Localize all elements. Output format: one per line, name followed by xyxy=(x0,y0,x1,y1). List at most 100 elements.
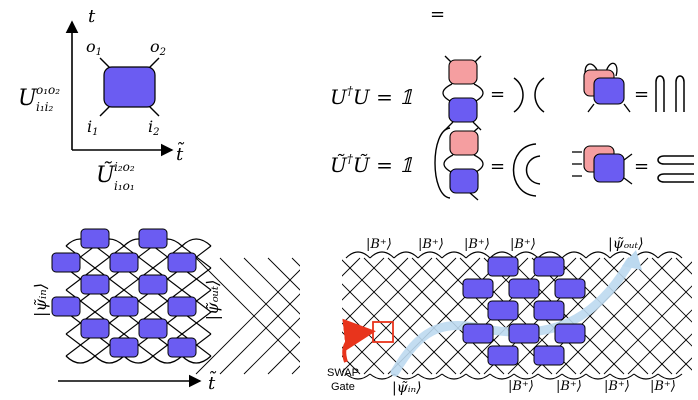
lattice-gate xyxy=(462,278,494,299)
svg-text:|B⁺⟩: |B⁺⟩ xyxy=(604,379,630,394)
lattice-gate xyxy=(508,323,540,344)
lattice-wire xyxy=(651,327,698,375)
circuit-gate xyxy=(138,274,168,295)
lattice-top-arc xyxy=(369,251,395,259)
udagger-tilde-u-tilde-diagram xyxy=(434,127,484,201)
U-tilde-tensor-label: Ũ i₂o₂ i₁o₁ xyxy=(96,160,135,193)
svg-text:|B⁺⟩: |B⁺⟩ xyxy=(464,237,490,252)
svg-text:i₁i₂: i₁i₂ xyxy=(36,100,53,114)
lattice-top-arc xyxy=(489,251,515,259)
lattice-gate xyxy=(487,300,519,321)
lattice-wire xyxy=(651,257,698,305)
gate-U xyxy=(103,66,156,108)
lattice-top-arc xyxy=(537,251,563,259)
svg-text:Ũ: Ũ xyxy=(96,160,116,188)
diagonal-wire xyxy=(181,267,212,291)
label-i2: i2 xyxy=(148,117,160,138)
lattice-bottom-arc xyxy=(441,373,467,380)
light-cone-arrowhead xyxy=(622,250,642,270)
bottom-arc-wire xyxy=(181,355,212,364)
circuit-gate xyxy=(109,252,139,273)
psi-in-label: |ψ̃ᵢₙ⟩ xyxy=(31,283,50,317)
lattice-bottom-arc xyxy=(369,373,395,380)
lattice-bottom-arc xyxy=(465,373,491,380)
svg-text:U: U xyxy=(18,86,38,111)
panel-a: t t̃ o1 o2 i1 i2 U o₁o₂ i₁i₂ Ũ i₂o₂ i₁o₁ xyxy=(18,6,185,193)
circuit-gate xyxy=(167,337,197,358)
svg-text:|B⁺⟩: |B⁺⟩ xyxy=(418,237,444,252)
lattice-wire xyxy=(603,279,698,375)
circuit-gates xyxy=(51,228,197,358)
circuit-gate xyxy=(138,228,168,249)
circuit-gate xyxy=(109,296,139,317)
bottom-arc-wire xyxy=(123,355,154,364)
stacked-gates-diagram-1 xyxy=(583,62,631,113)
circuit-gate xyxy=(51,252,81,273)
t-tilde-axis-c-label: t̃ xyxy=(208,371,217,394)
identity-loops-1 xyxy=(655,75,685,112)
svg-text:o₁o₂: o₁o₂ xyxy=(36,83,60,97)
lattice-gate xyxy=(487,345,519,366)
gate-u xyxy=(448,97,478,123)
lattice-gate xyxy=(533,300,565,321)
lattice-bottom-arc xyxy=(657,373,683,380)
circuit-gate xyxy=(138,318,168,339)
lattice-bottom-arc xyxy=(345,373,371,380)
swap-arrow xyxy=(342,318,376,363)
lattice-gate xyxy=(554,323,586,344)
lattice-wire xyxy=(195,257,313,375)
circuit-gate xyxy=(80,318,110,339)
circuit-gate xyxy=(109,337,139,358)
lattice-bottom-arc xyxy=(513,373,539,380)
bottom-bplus-labels: |B⁺⟩ |B⁺⟩ |B⁺⟩ |B⁺⟩ xyxy=(508,379,676,394)
lattice-bottom-arc xyxy=(633,373,659,380)
svg-text:|B⁺⟩: |B⁺⟩ xyxy=(556,379,582,394)
svg-text:|B⁺⟩: |B⁺⟩ xyxy=(650,379,676,394)
lattice-bottom-arc xyxy=(609,373,635,380)
swap-label-line2: Gate xyxy=(331,381,355,393)
lattice-bottom-arc xyxy=(537,373,563,380)
t-tilde-axis-label: t̃ xyxy=(176,142,185,165)
equals-1b: = xyxy=(634,84,649,105)
psi-out-label-d: |ψ̃ₒᵤₜ⟩ xyxy=(608,236,644,252)
lattice-bottom-arc xyxy=(417,373,443,380)
bottom-arc-wire xyxy=(65,355,96,364)
svg-text:|B⁺⟩: |B⁺⟩ xyxy=(366,237,392,252)
lattice-top-arc xyxy=(465,251,491,259)
equation-dual-unitarity: Ũ†Ũ = 𝟙 xyxy=(330,152,413,177)
lattice-gate xyxy=(554,278,586,299)
lattice-wire xyxy=(363,257,481,375)
crop-mask-left xyxy=(300,240,342,390)
lattice-top-arc xyxy=(657,251,683,259)
equals-2b: = xyxy=(634,156,649,177)
t-axis-label: t xyxy=(88,6,96,27)
lattice-top-arc xyxy=(345,251,371,259)
psi-in-label-d: |ψ̃ᵢₙ⟩ xyxy=(392,380,422,396)
lattice-bottom-arc xyxy=(489,373,515,380)
bottom-arc-wire xyxy=(152,355,183,364)
lattice-gate xyxy=(533,345,565,366)
label-o1: o1 xyxy=(86,37,102,58)
lattice-top-arc xyxy=(393,251,419,259)
svg-text:|B⁺⟩: |B⁺⟩ xyxy=(510,237,536,252)
lattice-top-arc xyxy=(561,251,587,259)
udagger-u-diagram xyxy=(442,55,484,131)
label-o2: o2 xyxy=(150,37,166,58)
lattice-top-arc xyxy=(441,251,467,259)
label-i1: i1 xyxy=(87,117,99,138)
circuit-gate xyxy=(80,228,110,249)
equals-2a: = xyxy=(490,156,505,177)
lattice-top-arc xyxy=(585,251,611,259)
svg-text:i₁o₁: i₁o₁ xyxy=(114,179,135,193)
lattice-wire xyxy=(627,303,698,375)
lattice-gate xyxy=(462,323,494,344)
lattice-top-arc xyxy=(513,251,539,259)
crop-mask-right xyxy=(692,240,698,390)
panel-b: = U†U = 𝟙 = = xyxy=(330,4,694,201)
gate-udagger xyxy=(448,59,478,85)
lattice-wire xyxy=(507,257,625,375)
lattice-bottom-arc xyxy=(585,373,611,380)
circuit-gate xyxy=(51,296,81,317)
circuit-gate xyxy=(80,274,110,295)
identity-wires-1 xyxy=(513,77,545,113)
